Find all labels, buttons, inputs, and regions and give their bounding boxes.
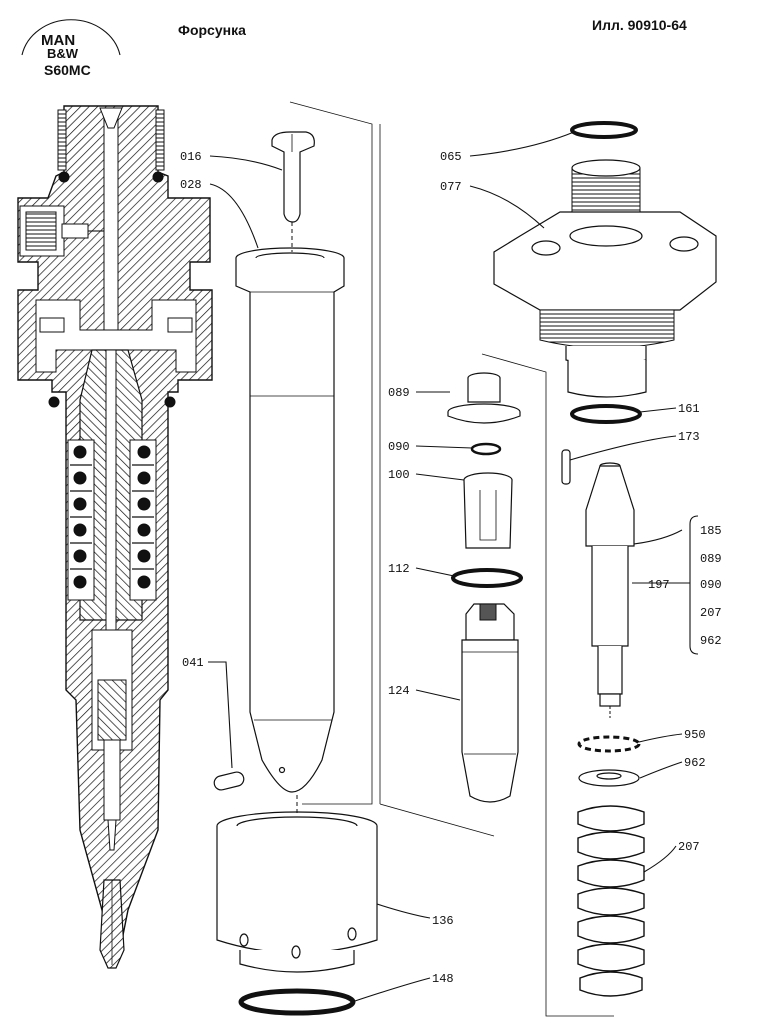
engine-model: S60MC (44, 62, 91, 78)
label-041: 041 (182, 656, 204, 670)
label-207: 207 (678, 840, 700, 854)
part-173-pin (561, 449, 571, 485)
part-041-dowel (213, 771, 245, 791)
label-112: 112 (388, 562, 410, 576)
injector-cross-section (17, 105, 213, 969)
label-148: 148 (432, 972, 454, 986)
label-136: 136 (432, 914, 454, 928)
part-136-nut (216, 811, 378, 973)
part-labels: 016 028 041 136 148 089 090 100 112 124 … (180, 150, 722, 986)
illustration-number: Илл. 90910-64 (592, 17, 687, 33)
label-090: 090 (388, 440, 410, 454)
label-016: 016 (180, 150, 202, 164)
part-185-spindle (585, 462, 635, 718)
label-173: 173 (678, 430, 700, 444)
leader-lines (208, 131, 683, 1003)
label-197: 197 (648, 578, 670, 592)
logo-line1: MAN (41, 32, 75, 49)
part-090-retainer (470, 442, 502, 456)
label-100: 100 (388, 468, 410, 482)
part-089-cap (447, 372, 521, 424)
label-group-090: 090 (700, 578, 722, 592)
part-100-sleeve (463, 472, 513, 549)
part-161-o-ring (570, 404, 642, 424)
part-077-flange (493, 159, 717, 366)
label-089: 089 (388, 386, 410, 400)
label-group-207: 207 (700, 606, 722, 620)
part-028-valve-body (235, 247, 345, 793)
label-group-089: 089 (700, 552, 722, 566)
drawing-title: Форсунка (178, 22, 246, 38)
part-207-spring (577, 805, 645, 997)
label-077: 077 (440, 180, 462, 194)
part-112-o-ring (451, 568, 523, 588)
logo-line2: B&W (47, 46, 79, 61)
label-group-962: 962 (700, 634, 722, 648)
label-161: 161 (678, 402, 700, 416)
label-065: 065 (440, 150, 462, 164)
column-spindle-parts (379, 124, 614, 1017)
label-124: 124 (388, 684, 410, 698)
label-185: 185 (700, 524, 722, 538)
label-950: 950 (684, 728, 706, 742)
part-148-o-ring (238, 988, 356, 1016)
column-top-assembly (493, 121, 717, 997)
man-bw-logo: MAN B&W (21, 19, 121, 61)
column-valve-housing (213, 101, 378, 1016)
part-124-guide (461, 603, 519, 803)
label-962: 962 (684, 756, 706, 770)
part-950-split-ring (577, 735, 641, 753)
label-028: 028 (180, 178, 202, 192)
part-065-o-ring (570, 121, 638, 139)
part-016-pin (271, 131, 315, 223)
part-962-washer (578, 769, 640, 787)
